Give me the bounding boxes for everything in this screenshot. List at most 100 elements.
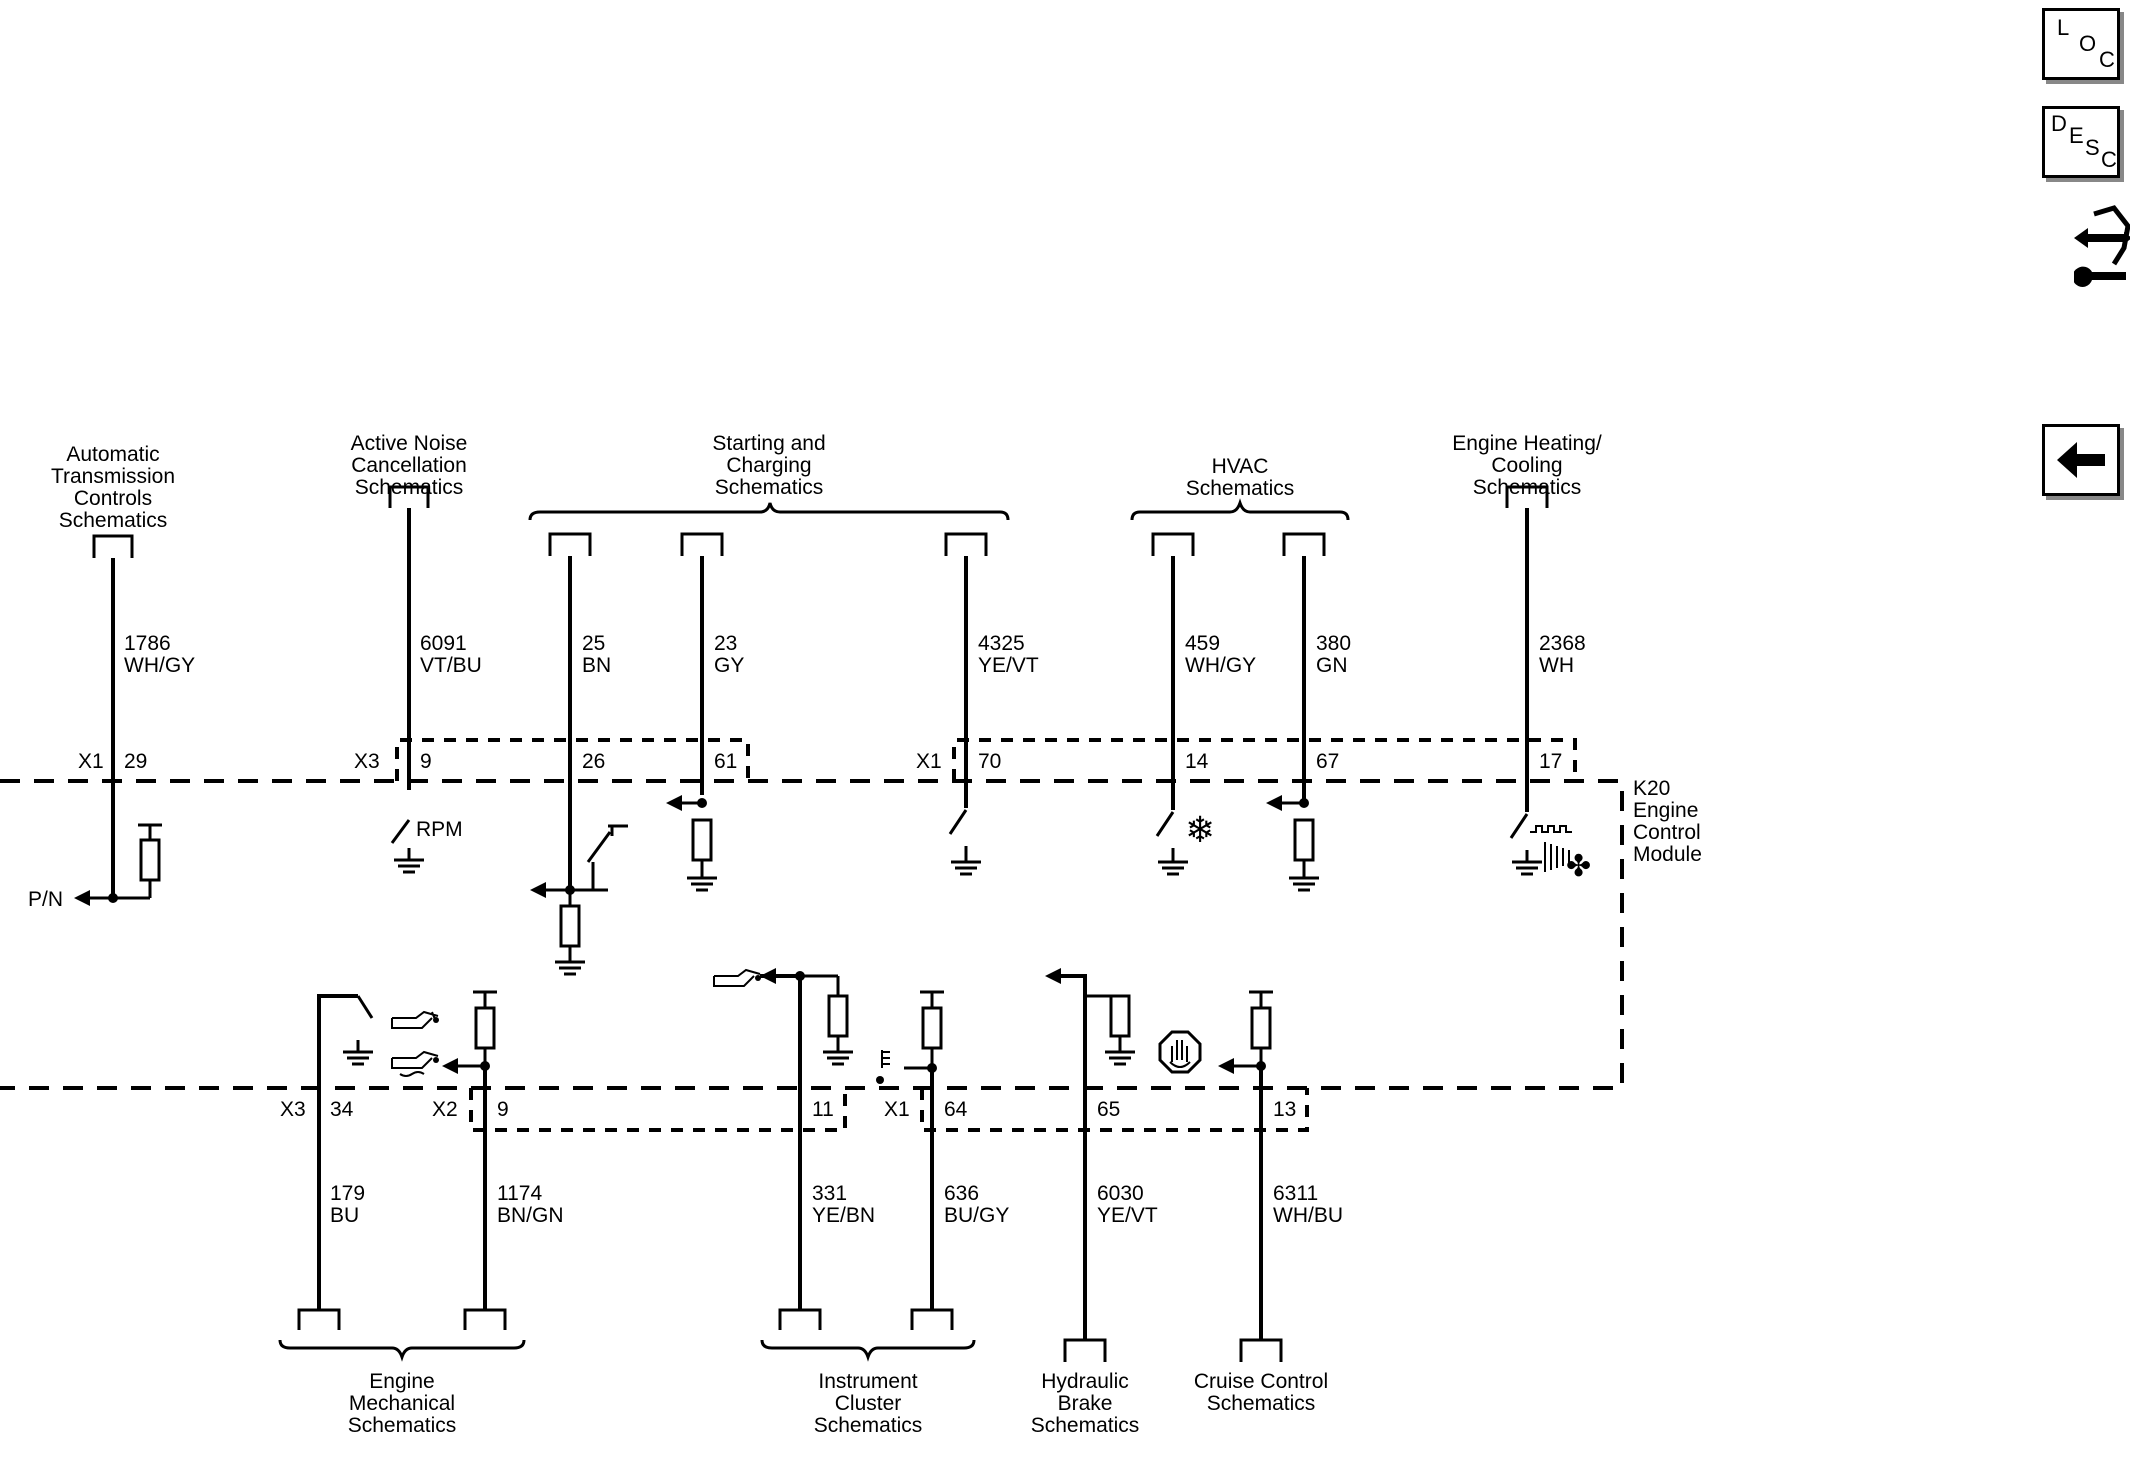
service-procedure-icon[interactable]: [2074, 204, 2130, 296]
svg-text:6311: 6311: [1273, 1182, 1318, 1205]
loc-letter-c: C: [2099, 47, 2115, 72]
bottom-wire-labels: 179 BU 1174 BN/GN 331 YE/BN 636 BU/GY 60…: [330, 1182, 1343, 1227]
svg-text:Cancellation: Cancellation: [351, 454, 467, 477]
svg-text:23: 23: [714, 632, 737, 655]
bottom-pin-labels: X3 34 X2 9 11 X1 64 65 13: [280, 1098, 1296, 1121]
svg-text:WH/GY: WH/GY: [1185, 654, 1256, 677]
svg-text:380: 380: [1316, 632, 1351, 655]
ground-symbols: [343, 858, 1542, 1066]
connector-x1-top-housing: [952, 738, 1577, 781]
svg-text:GN: GN: [1316, 654, 1348, 677]
svg-text:Cruise Control: Cruise Control: [1194, 1370, 1328, 1393]
module-boundary: [0, 779, 1624, 1090]
loc-button[interactable]: L O C: [2042, 8, 2120, 80]
svg-text:Schematics: Schematics: [1186, 477, 1295, 500]
svg-text:K20: K20: [1633, 777, 1670, 800]
svg-text:14: 14: [1185, 750, 1209, 773]
svg-text:Brake: Brake: [1058, 1392, 1113, 1415]
svg-text:Instrument: Instrument: [818, 1370, 917, 1393]
svg-text:Schematics: Schematics: [1473, 476, 1582, 499]
svg-text:GY: GY: [714, 654, 744, 677]
svg-text:64: 64: [944, 1098, 968, 1121]
svg-text:YE/VT: YE/VT: [978, 654, 1039, 677]
loc-letter-l: L: [2057, 15, 2070, 40]
svg-text:Engine: Engine: [369, 1370, 434, 1393]
loc-letter-o: O: [2079, 31, 2097, 56]
svg-text:VT/BU: VT/BU: [420, 654, 482, 677]
svg-text:61: 61: [714, 750, 737, 773]
svg-text:Charging: Charging: [726, 454, 811, 477]
svg-text:17: 17: [1539, 750, 1562, 773]
desc-letter-e: E: [2069, 123, 2084, 148]
svg-text:X1: X1: [884, 1098, 910, 1121]
svg-text:9: 9: [420, 750, 432, 773]
svg-text:Schematics: Schematics: [1031, 1414, 1140, 1437]
svg-text:67: 67: [1316, 750, 1339, 773]
svg-text:Control: Control: [1633, 821, 1701, 844]
svg-text:Controls: Controls: [74, 487, 152, 510]
svg-text:26: 26: [582, 750, 605, 773]
top-dest-brackets: [92, 485, 1549, 558]
svg-text:459: 459: [1185, 632, 1220, 655]
left-arrow-icon: [2057, 442, 2105, 478]
svg-text:29: 29: [124, 750, 147, 773]
svg-text:34: 34: [330, 1098, 354, 1121]
fan-icon: ✤: [1566, 849, 1591, 884]
back-button[interactable]: [2042, 424, 2120, 496]
svg-text:BU/GY: BU/GY: [944, 1204, 1009, 1227]
module-label: K20 Engine Control Module: [1633, 777, 1702, 866]
svg-text:Schematics: Schematics: [715, 476, 824, 499]
svg-text:X1: X1: [916, 750, 942, 773]
snowflake-icon: ❄: [1185, 810, 1215, 851]
connector-x2-bottom-housing: [469, 1088, 847, 1132]
svg-text:2368: 2368: [1539, 632, 1586, 655]
svg-text:6091: 6091: [420, 632, 467, 655]
desc-letter-d: D: [2051, 111, 2067, 136]
svg-text:WH: WH: [1539, 654, 1574, 677]
svg-text:Schematics: Schematics: [348, 1414, 457, 1437]
svg-text:Engine Heating/: Engine Heating/: [1452, 432, 1602, 455]
svg-text:636: 636: [944, 1182, 979, 1205]
svg-text:70: 70: [978, 750, 1001, 773]
top-pin-labels: X1 29 X3 9 26 61 X1 70 14 67 17: [78, 750, 1562, 773]
svg-text:Schematics: Schematics: [814, 1414, 923, 1437]
svg-text:4325: 4325: [978, 632, 1025, 655]
connector-x3-top-housing: [395, 738, 750, 781]
internal-top-circuits: [86, 801, 1572, 962]
svg-text:11: 11: [812, 1098, 834, 1121]
svg-text:Cluster: Cluster: [835, 1392, 902, 1415]
svg-text:Mechanical: Mechanical: [349, 1392, 455, 1415]
desc-button[interactable]: D E S C: [2042, 106, 2120, 178]
svg-text:Engine: Engine: [1633, 799, 1698, 822]
svg-text:YE/BN: YE/BN: [812, 1204, 875, 1227]
svg-text:Module: Module: [1633, 843, 1702, 866]
svg-text:Schematics: Schematics: [355, 476, 464, 499]
bottom-wire-lines: [317, 974, 1263, 1340]
svg-text:Cooling: Cooling: [1491, 454, 1562, 477]
svg-text:WH/BU: WH/BU: [1273, 1204, 1343, 1227]
desc-letter-s: S: [2085, 135, 2100, 160]
svg-text:25: 25: [582, 632, 605, 655]
svg-text:179: 179: [330, 1182, 365, 1205]
svg-text:65: 65: [1097, 1098, 1120, 1121]
top-wire-labels: 1786 WH/GY 6091 VT/BU 25 BN 23 GY 4325 Y…: [124, 632, 1586, 677]
top-wire-lines: [111, 508, 1529, 898]
svg-text:YE/VT: YE/VT: [1097, 1204, 1158, 1227]
svg-text:HVAC: HVAC: [1212, 455, 1269, 478]
svg-text:9: 9: [497, 1098, 509, 1121]
bottom-destination-labels: Engine Mechanical Schematics Instrument …: [348, 1370, 1328, 1437]
svg-text:13: 13: [1273, 1098, 1296, 1121]
desc-letter-c: C: [2101, 147, 2117, 172]
rpm-signal-label: RPM: [416, 818, 463, 841]
arrows-and-junctions: ❄ ✤: [74, 795, 1591, 1084]
svg-text:Transmission: Transmission: [51, 465, 175, 488]
svg-text:331: 331: [812, 1182, 847, 1205]
bottom-dest-brackets: [278, 1308, 1283, 1362]
connector-x1-bottom-housing: [920, 1088, 1309, 1132]
svg-text:X1: X1: [78, 750, 104, 773]
svg-text:Schematics: Schematics: [1207, 1392, 1316, 1415]
svg-text:BN: BN: [582, 654, 611, 677]
internal-bottom-circuits: [356, 968, 1273, 1077]
svg-text:1174: 1174: [497, 1182, 542, 1205]
